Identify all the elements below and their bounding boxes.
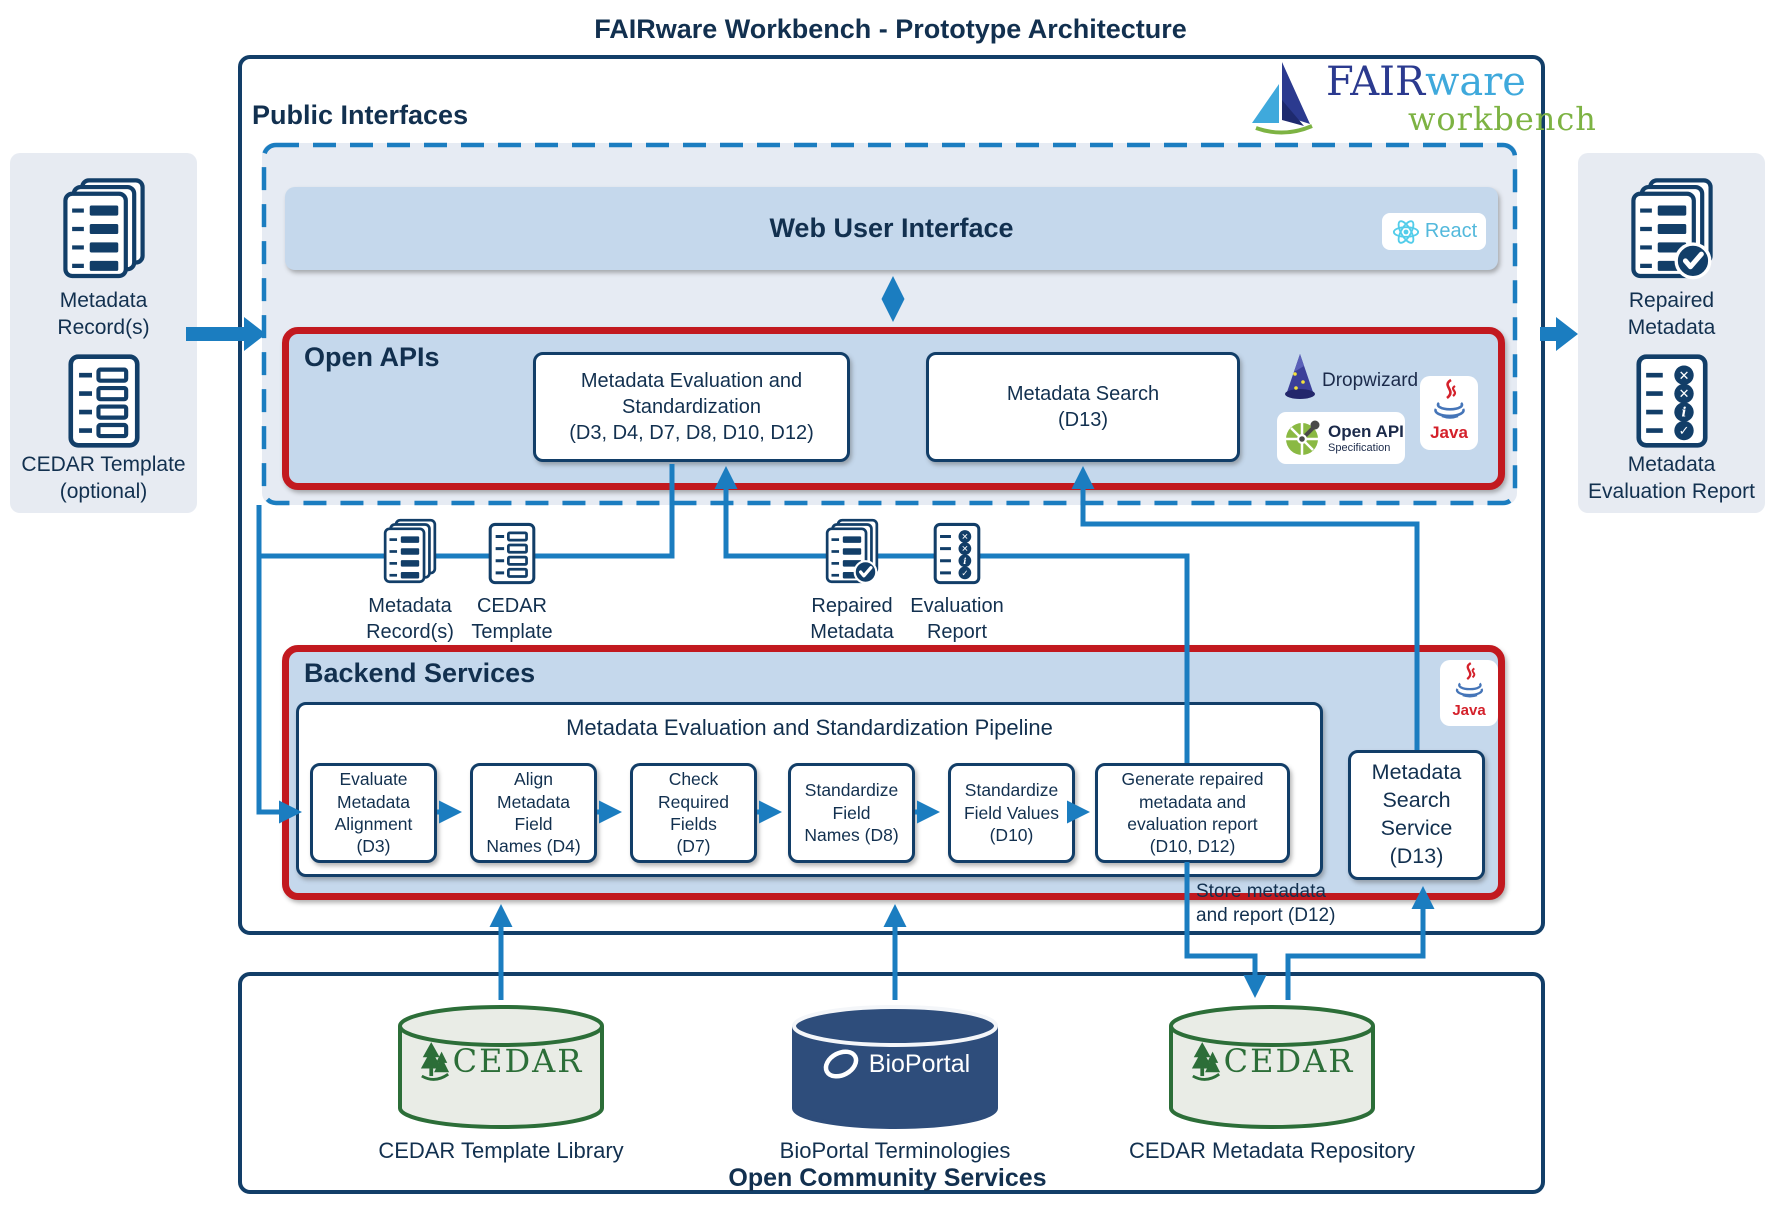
flow-label-evaluation-report: Evaluation Report [910,595,1004,643]
evaluation-report-icon [932,522,982,585]
flow-label-metadata-records: Metadata Record(s) [366,595,454,643]
react-label: React [1424,220,1478,242]
input-panel: Metadata Record(s) CEDAR Template (optio… [10,153,197,513]
community-services-heading: Open Community Services [728,1164,1047,1192]
pipeline-step-evaluate-alignment: Evaluate Metadata Alignment (D3) [310,763,437,863]
java-badge-apis: Java [1420,376,1478,450]
web-ui-bar: Web User Interface React [285,187,1498,270]
openapi-icon [1286,420,1320,455]
api-box-metadata-search: Metadata Search (D13) [926,352,1240,462]
pipeline-step-align-field-names: Align Metadata Field Names (D4) [470,763,597,863]
api-box-metadata-evaluation: Metadata Evaluation and Standardization … [533,352,850,462]
store-metadata-note: Store metadata and report (D12) [1196,881,1336,926]
cedar-trees-icon [420,1042,449,1081]
store-label-bioportal-terminologies: BioPortal Terminologies [779,1138,1011,1163]
flow-label-cedar-template: CEDAR Template [471,595,553,643]
cedar-template-icon [67,353,141,449]
pipeline-step-generate-repaired: Generate repaired metadata and evaluatio… [1095,763,1290,863]
input-label-cedar-template: CEDAR Template (optional) [21,453,186,504]
react-icon [1392,219,1419,244]
evaluation-report-icon [1635,353,1709,449]
java-label-apis: Java [1430,423,1468,442]
cedar-template-icon [487,522,537,585]
output-label-repaired-metadata: Repaired Metadata [1627,289,1716,340]
pipeline-step-check-required-fields: Check Required Fields (D7) [630,763,757,863]
fairware-logo: FAIRware workbench [1246,60,1596,142]
cedar-template-library-store: CEDAR [396,1002,606,1134]
open-apis-box [282,327,1505,490]
dropwizard-label: Dropwizard [1322,370,1419,391]
output-arrow [1540,317,1578,351]
java-label-backend: Java [1452,702,1486,719]
output-label-metadata-evaluation-report: Metadata Evaluation Report [1588,453,1755,504]
bioportal-ring-icon [823,1049,859,1079]
repaired-metadata-icon [1630,177,1714,281]
fairware-sail-icon [1252,62,1313,135]
cedar-trees-icon [1191,1042,1220,1081]
pipeline-step-standardize-field-names: Standardize Field Names (D8) [788,763,915,863]
cedar-logo-text: CEDAR [452,1042,584,1080]
backend-services-heading: Backend Services [304,658,536,688]
logo-wordmark-line1: FAIRware [1326,62,1526,102]
cedar-logo-text: CEDAR [1223,1042,1355,1080]
metadata-records-icon [383,518,437,585]
bioportal-logo-text: BioPortal [868,1049,971,1078]
store-label-cedar-metadata-repository: CEDAR Metadata Repository [1128,1138,1416,1163]
bioportal-terminologies-store: BioPortal [790,1002,1000,1134]
store-label-cedar-template-library: CEDAR Template Library [378,1138,624,1163]
cedar-metadata-repository-store: CEDAR [1167,1002,1377,1134]
dropwizard-icon [1285,354,1315,399]
java-badge-backend: Java [1440,660,1498,726]
react-badge: React [1382,213,1486,250]
public-interfaces-heading: Public Interfaces [252,100,469,130]
open-apis-heading: Open APIs [304,342,440,372]
java-icon [1434,378,1465,419]
logo-ware: ware [1425,59,1526,105]
openapi-badge: Open API Specification [1277,412,1405,464]
openapi-subtitle: Specification [1328,442,1391,454]
page-title: FAIRware Workbench - Prototype Architect… [594,14,1187,44]
pipeline-title: Metadata Evaluation and Standardization … [566,715,1053,740]
web-ui-label: Web User Interface [769,213,1014,243]
logo-fair: FAIR [1326,59,1426,105]
metadata-records-icon [62,177,146,281]
output-panel: Repaired Metadata Metadata Evaluation Re… [1578,153,1765,513]
input-label-metadata-records: Metadata Record(s) [57,289,150,340]
java-icon [1455,662,1484,698]
logo-workbench: workbench [1408,100,1597,138]
pipeline-step-standardize-field-values: Standardize Field Values (D10) [948,763,1075,863]
metadata-search-service-box: Metadata Search Service (D13) [1348,750,1485,880]
repaired-metadata-icon [825,518,879,585]
openapi-title: Open API [1328,422,1404,441]
